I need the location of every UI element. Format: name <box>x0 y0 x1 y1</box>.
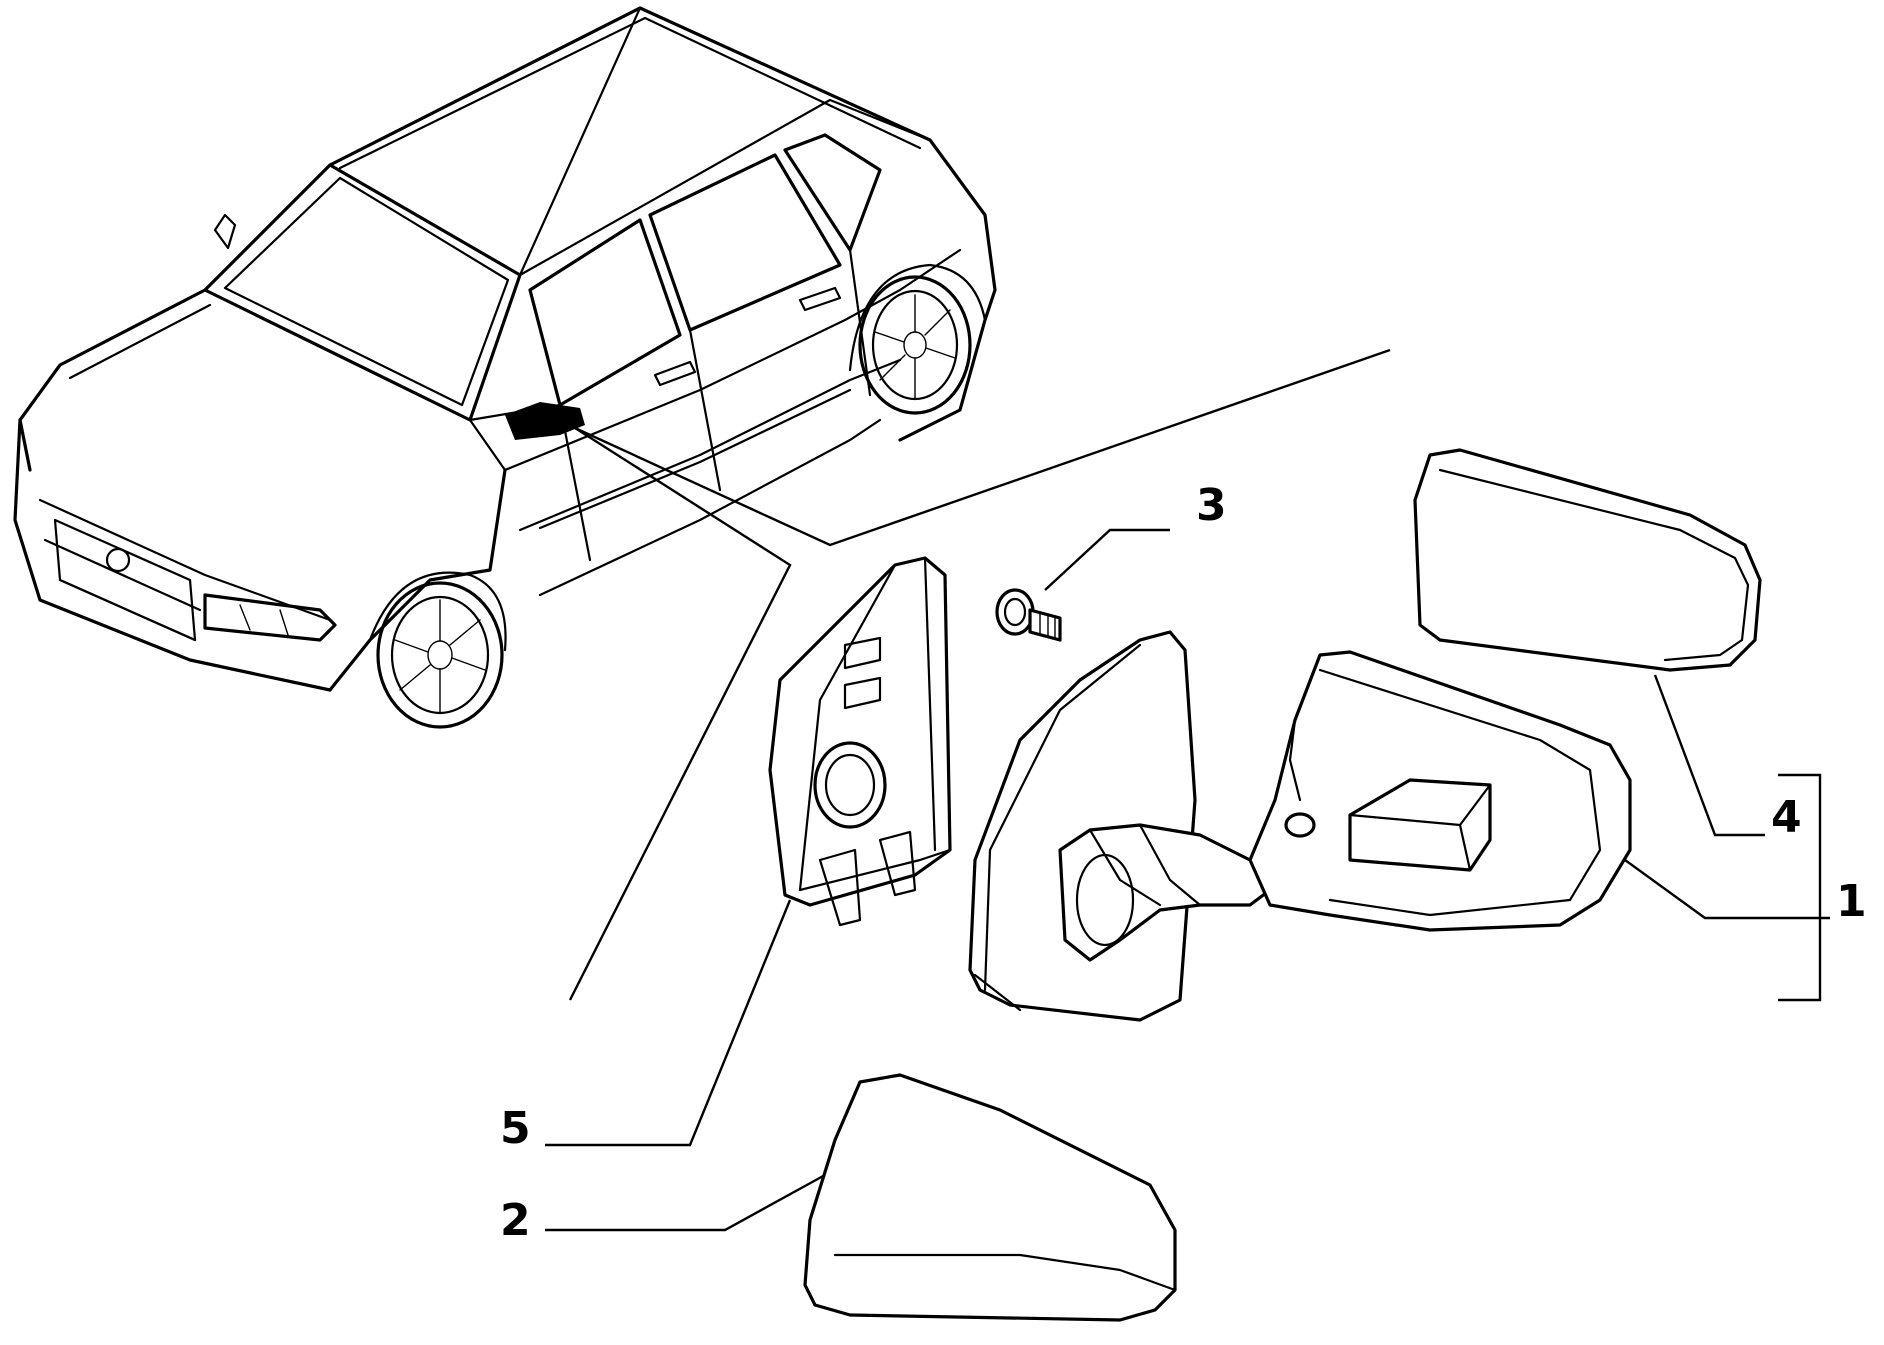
car-leader-lines <box>568 348 1391 1001</box>
callout-labels: 3 4 1 5 2 <box>500 480 1867 1246</box>
callout-leaders <box>545 674 1830 1232</box>
part-4-mirror-glass <box>1413 448 1762 672</box>
callout-2: 2 <box>500 1195 531 1246</box>
part-3-bolt <box>995 528 1170 642</box>
callout-5: 5 <box>500 1103 531 1154</box>
callout-1: 1 <box>1836 876 1867 927</box>
callout-4: 4 <box>1771 792 1802 843</box>
part-2-cover-cap <box>803 1073 1177 1322</box>
part-1-mirror-assembly <box>968 630 1632 1022</box>
callout-3: 3 <box>1196 480 1227 531</box>
car-illustration <box>13 6 997 729</box>
part-5-inner-bracket <box>768 556 952 927</box>
